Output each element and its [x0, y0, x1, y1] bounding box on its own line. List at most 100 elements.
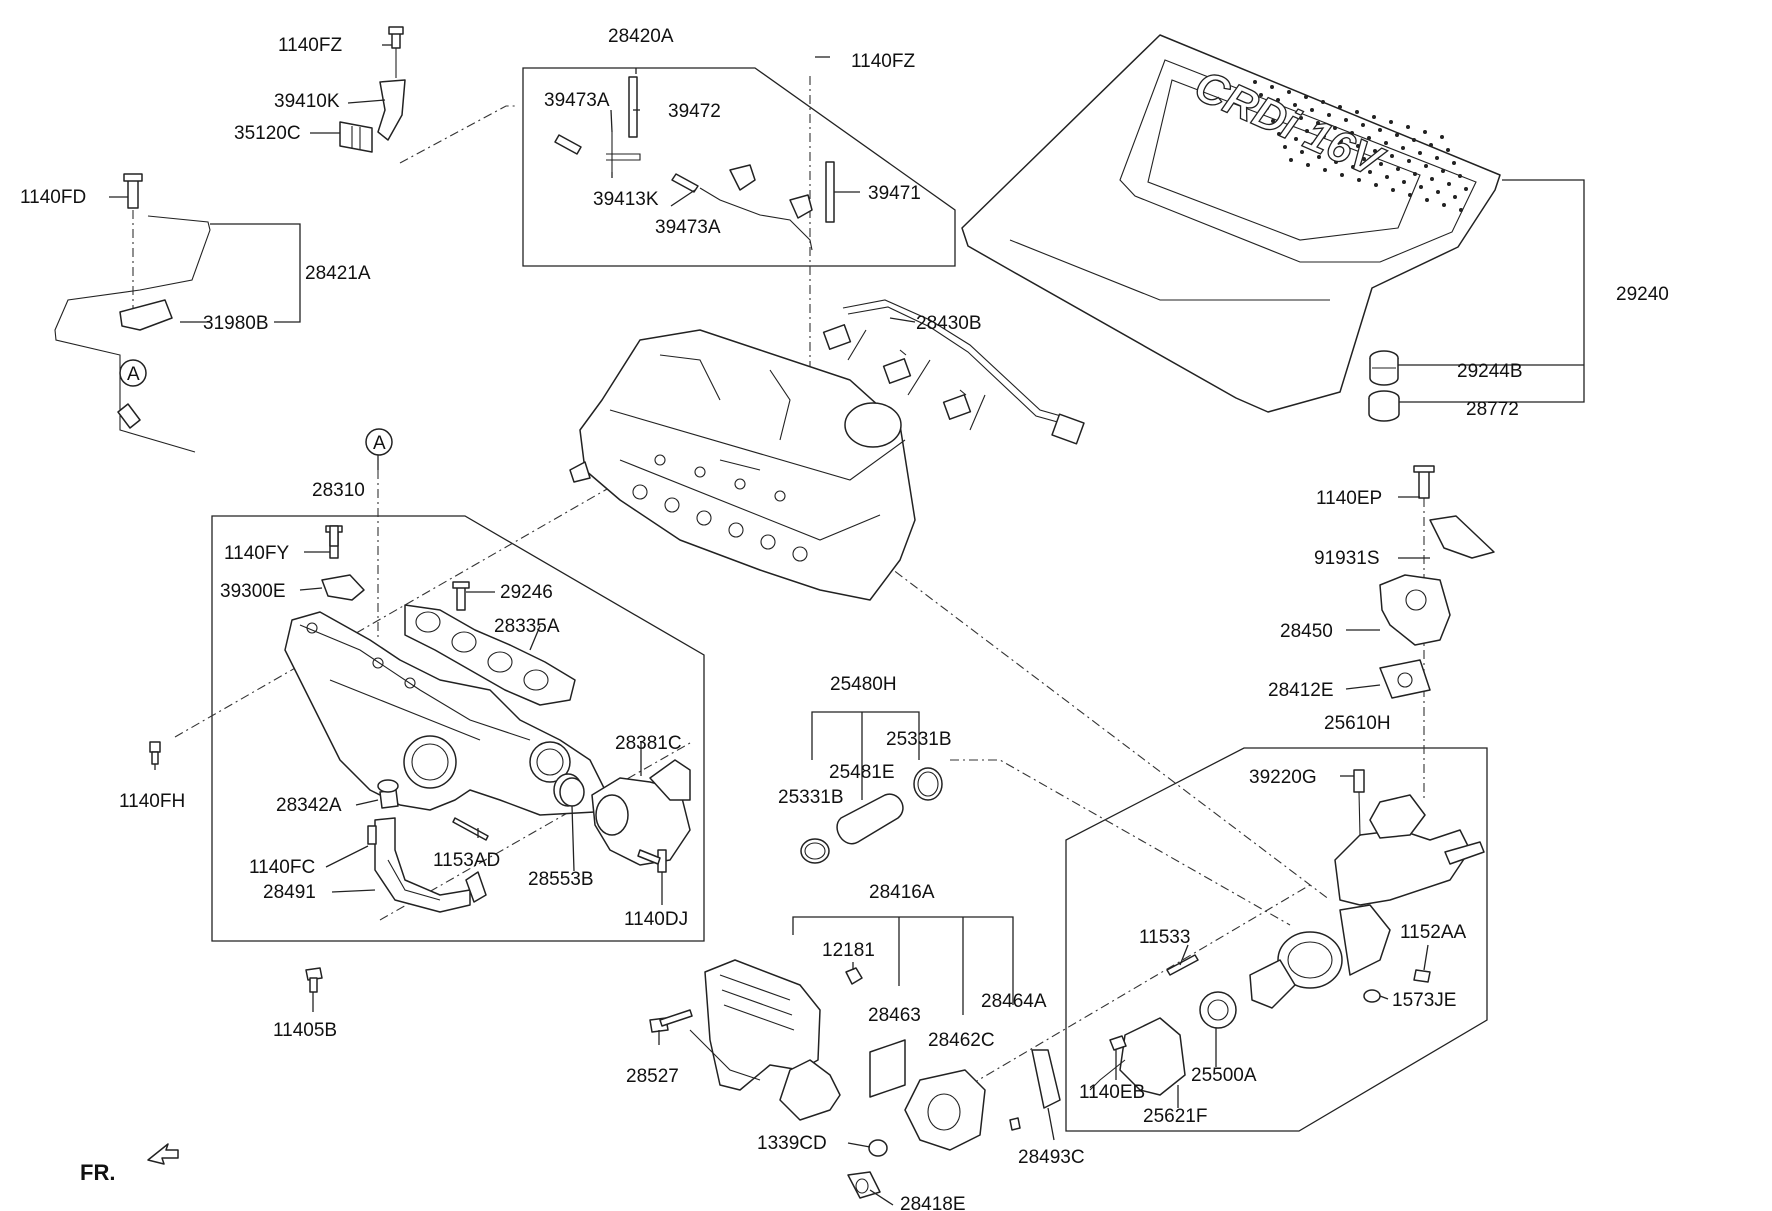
label-39473A-bottom: 39473A [655, 217, 721, 238]
cover-dot [1253, 80, 1257, 84]
cylinder-head [569, 329, 916, 601]
label-28462C: 28462C [928, 1030, 995, 1051]
label-28418E: 28418E [900, 1194, 966, 1211]
cover-dot [1300, 150, 1304, 154]
label-1140FH: 1140FH [119, 791, 185, 812]
label-28527: 28527 [626, 1066, 679, 1087]
harness-28430B [822, 299, 1085, 445]
gasket-28335A [404, 604, 576, 706]
egr-pipe-28491 [367, 777, 661, 913]
cover-dot [1374, 183, 1378, 187]
label-29246: 29246 [500, 582, 553, 603]
cover-dot [1338, 105, 1342, 109]
cover-dot [1430, 177, 1434, 181]
label-25610H: 25610H [1324, 713, 1391, 734]
label-39300E: 39300E [220, 581, 286, 602]
cover-dot [1317, 155, 1321, 159]
pipe-28421A: A [54, 173, 211, 453]
cover-dot [1361, 123, 1365, 127]
cover-dot [1424, 164, 1428, 168]
cover-dot [1423, 130, 1427, 134]
cover-dot [1327, 113, 1331, 117]
label-1140FY: 1140FY [224, 543, 289, 564]
box-28416A-bracket [792, 916, 1014, 1015]
cover-dot [1294, 137, 1298, 141]
label-1153AD: 1153AD [433, 850, 500, 871]
label-1339CD: 1339CD [757, 1133, 827, 1154]
cover-dot [1282, 111, 1286, 115]
label-28421A: 28421A [305, 263, 371, 284]
label-25331B-left: 25331B [778, 787, 844, 808]
bracket-29240 [1416, 179, 1585, 403]
grommet-29244B [1369, 350, 1399, 386]
box-25610H [1065, 747, 1488, 1132]
cover-dot [1293, 103, 1297, 107]
label-29244B: 29244B [1457, 361, 1523, 382]
cover-dot [1384, 141, 1388, 145]
cover-dot [1396, 167, 1400, 171]
cover-dot [1378, 128, 1382, 132]
circle-A-left: A [127, 364, 140, 385]
cover-dot [1357, 178, 1361, 182]
cover-dot [1339, 139, 1343, 143]
label-1140FZ-top-left: 1140FZ [278, 35, 342, 56]
cover-dot [1283, 145, 1287, 149]
circle-A-manifold-label: A [373, 433, 386, 454]
label-12181: 12181 [822, 940, 875, 961]
cover-dot [1408, 193, 1412, 197]
cover-dot [1367, 136, 1371, 140]
cover-dot [1407, 159, 1411, 163]
cover-dot [1440, 135, 1444, 139]
label-28491: 28491 [263, 882, 316, 903]
box-25480H-bracket [811, 711, 920, 800]
label-28493C: 28493C [1018, 1147, 1085, 1168]
label-25500A: 25500A [1191, 1065, 1257, 1086]
label-25480H: 25480H [830, 674, 897, 695]
cover-dot [1340, 173, 1344, 177]
label-28463: 28463 [868, 1005, 921, 1026]
label-28342A: 28342A [276, 795, 342, 816]
cover-dot [1322, 134, 1326, 138]
cover-dot [1435, 156, 1439, 160]
cover-dot [1355, 110, 1359, 114]
cover-dot [1402, 180, 1406, 184]
cover-dot [1328, 147, 1332, 151]
cover-dot [1436, 190, 1440, 194]
label-28381C: 28381C [615, 733, 682, 754]
cover-dot [1385, 175, 1389, 179]
sensor-35120C [339, 26, 406, 153]
label-28772: 28772 [1466, 399, 1519, 420]
cover-dot [1259, 93, 1263, 97]
label-1140DJ: 1140DJ [624, 909, 688, 930]
cover-dot [1321, 100, 1325, 104]
cover-dot [1373, 149, 1377, 153]
cover-dot [1311, 142, 1315, 146]
cover-dot [1372, 115, 1376, 119]
cover-dot [1446, 148, 1450, 152]
cover-dot [1270, 85, 1274, 89]
cover-dot [1412, 138, 1416, 142]
cover-dot [1304, 95, 1308, 99]
cover-dot [1351, 165, 1355, 169]
box-28310 [211, 515, 705, 942]
cover-dot [1277, 132, 1281, 136]
label-35120C: 35120C [234, 123, 301, 144]
cover-dot [1350, 131, 1354, 135]
label-1140FZ-top-center: 1140FZ [851, 51, 915, 72]
box-28420A [522, 67, 956, 267]
label-28412E: 28412E [1268, 680, 1334, 701]
cover-dot [1429, 143, 1433, 147]
label-29240: 29240 [1616, 284, 1669, 305]
label-28430B: 28430B [916, 313, 982, 334]
cover-dot [1413, 172, 1417, 176]
cover-dot [1425, 198, 1429, 202]
label-28450: 28450 [1280, 621, 1333, 642]
cover-dot [1276, 98, 1280, 102]
cover-dot [1379, 162, 1383, 166]
label-28310: 28310 [312, 480, 365, 501]
label-1573JE: 1573JE [1392, 990, 1456, 1011]
label-28553B: 28553B [528, 869, 594, 890]
cover-dot [1391, 188, 1395, 192]
cover-dot [1452, 161, 1456, 165]
circle-A-manifold: A [365, 428, 393, 456]
